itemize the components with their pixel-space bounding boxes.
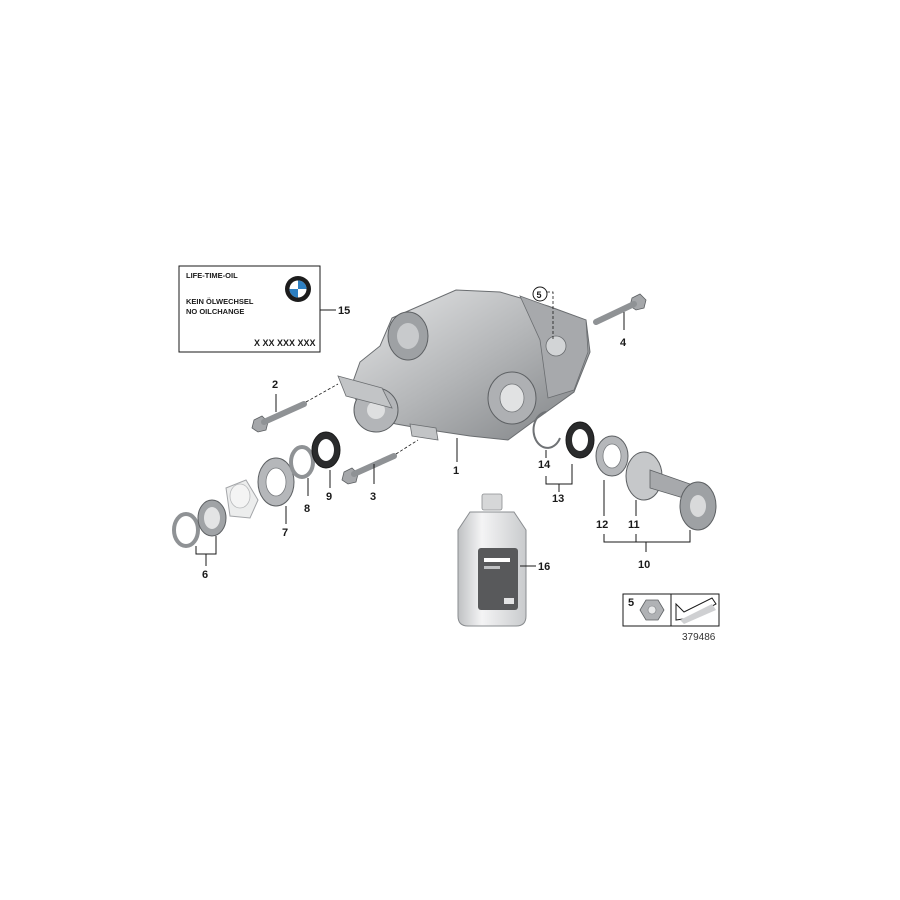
sticker-code: X XX XXX XXX [254, 338, 316, 348]
callout-3: 3 [370, 491, 376, 503]
seal-13 [565, 421, 595, 459]
callout-12: 12 [596, 519, 608, 531]
sticker-line-2: KEIN ÖLWECHSEL [186, 297, 254, 306]
shim-ring-6 [172, 512, 200, 548]
callout-14: 14 [538, 459, 551, 471]
reference-number: 379486 [682, 632, 716, 643]
callout-10: 10 [638, 559, 650, 571]
callout-15: 15 [338, 305, 350, 317]
direction-arrow-icon [675, 597, 717, 624]
sticker-line-1: LIFE-TIME-OIL [186, 271, 238, 280]
inset-callout-5: 5 [628, 597, 634, 609]
nut-icon [639, 599, 665, 621]
shim-7 [257, 457, 295, 507]
oil-sticker: LIFE-TIME-OIL KEIN ÖLWECHSEL NO OILCHANG… [178, 265, 336, 353]
spacer-sleeve [225, 479, 259, 519]
callout-5-circle [532, 286, 548, 302]
bearing-6 [197, 499, 227, 537]
callout-4: 4 [620, 337, 627, 349]
callout-2: 2 [272, 379, 278, 391]
output-flange-11 [625, 451, 717, 531]
ring-8 [289, 445, 315, 479]
callout-13: 13 [552, 493, 564, 505]
seal-9 [311, 431, 341, 469]
differential-housing [337, 289, 591, 441]
oil-bottle [457, 493, 527, 627]
shim-12 [595, 435, 629, 477]
callout-16: 16 [538, 561, 550, 573]
sticker-line-3: NO OILCHANGE [186, 307, 244, 316]
callout-5: 5 [537, 290, 542, 300]
callout-7: 7 [282, 527, 288, 539]
callout-6: 6 [202, 569, 208, 581]
callout-1: 1 [453, 465, 459, 477]
callout-8: 8 [304, 503, 310, 515]
circlip-14 [532, 411, 561, 449]
callout-11: 11 [628, 519, 640, 531]
bolt-4 [593, 293, 647, 325]
bolt-3 [341, 453, 397, 485]
inset-box: 5 [622, 593, 720, 627]
brand-roundel-logo [285, 276, 311, 302]
bolt-2 [251, 401, 307, 433]
callout-9: 9 [326, 491, 332, 503]
